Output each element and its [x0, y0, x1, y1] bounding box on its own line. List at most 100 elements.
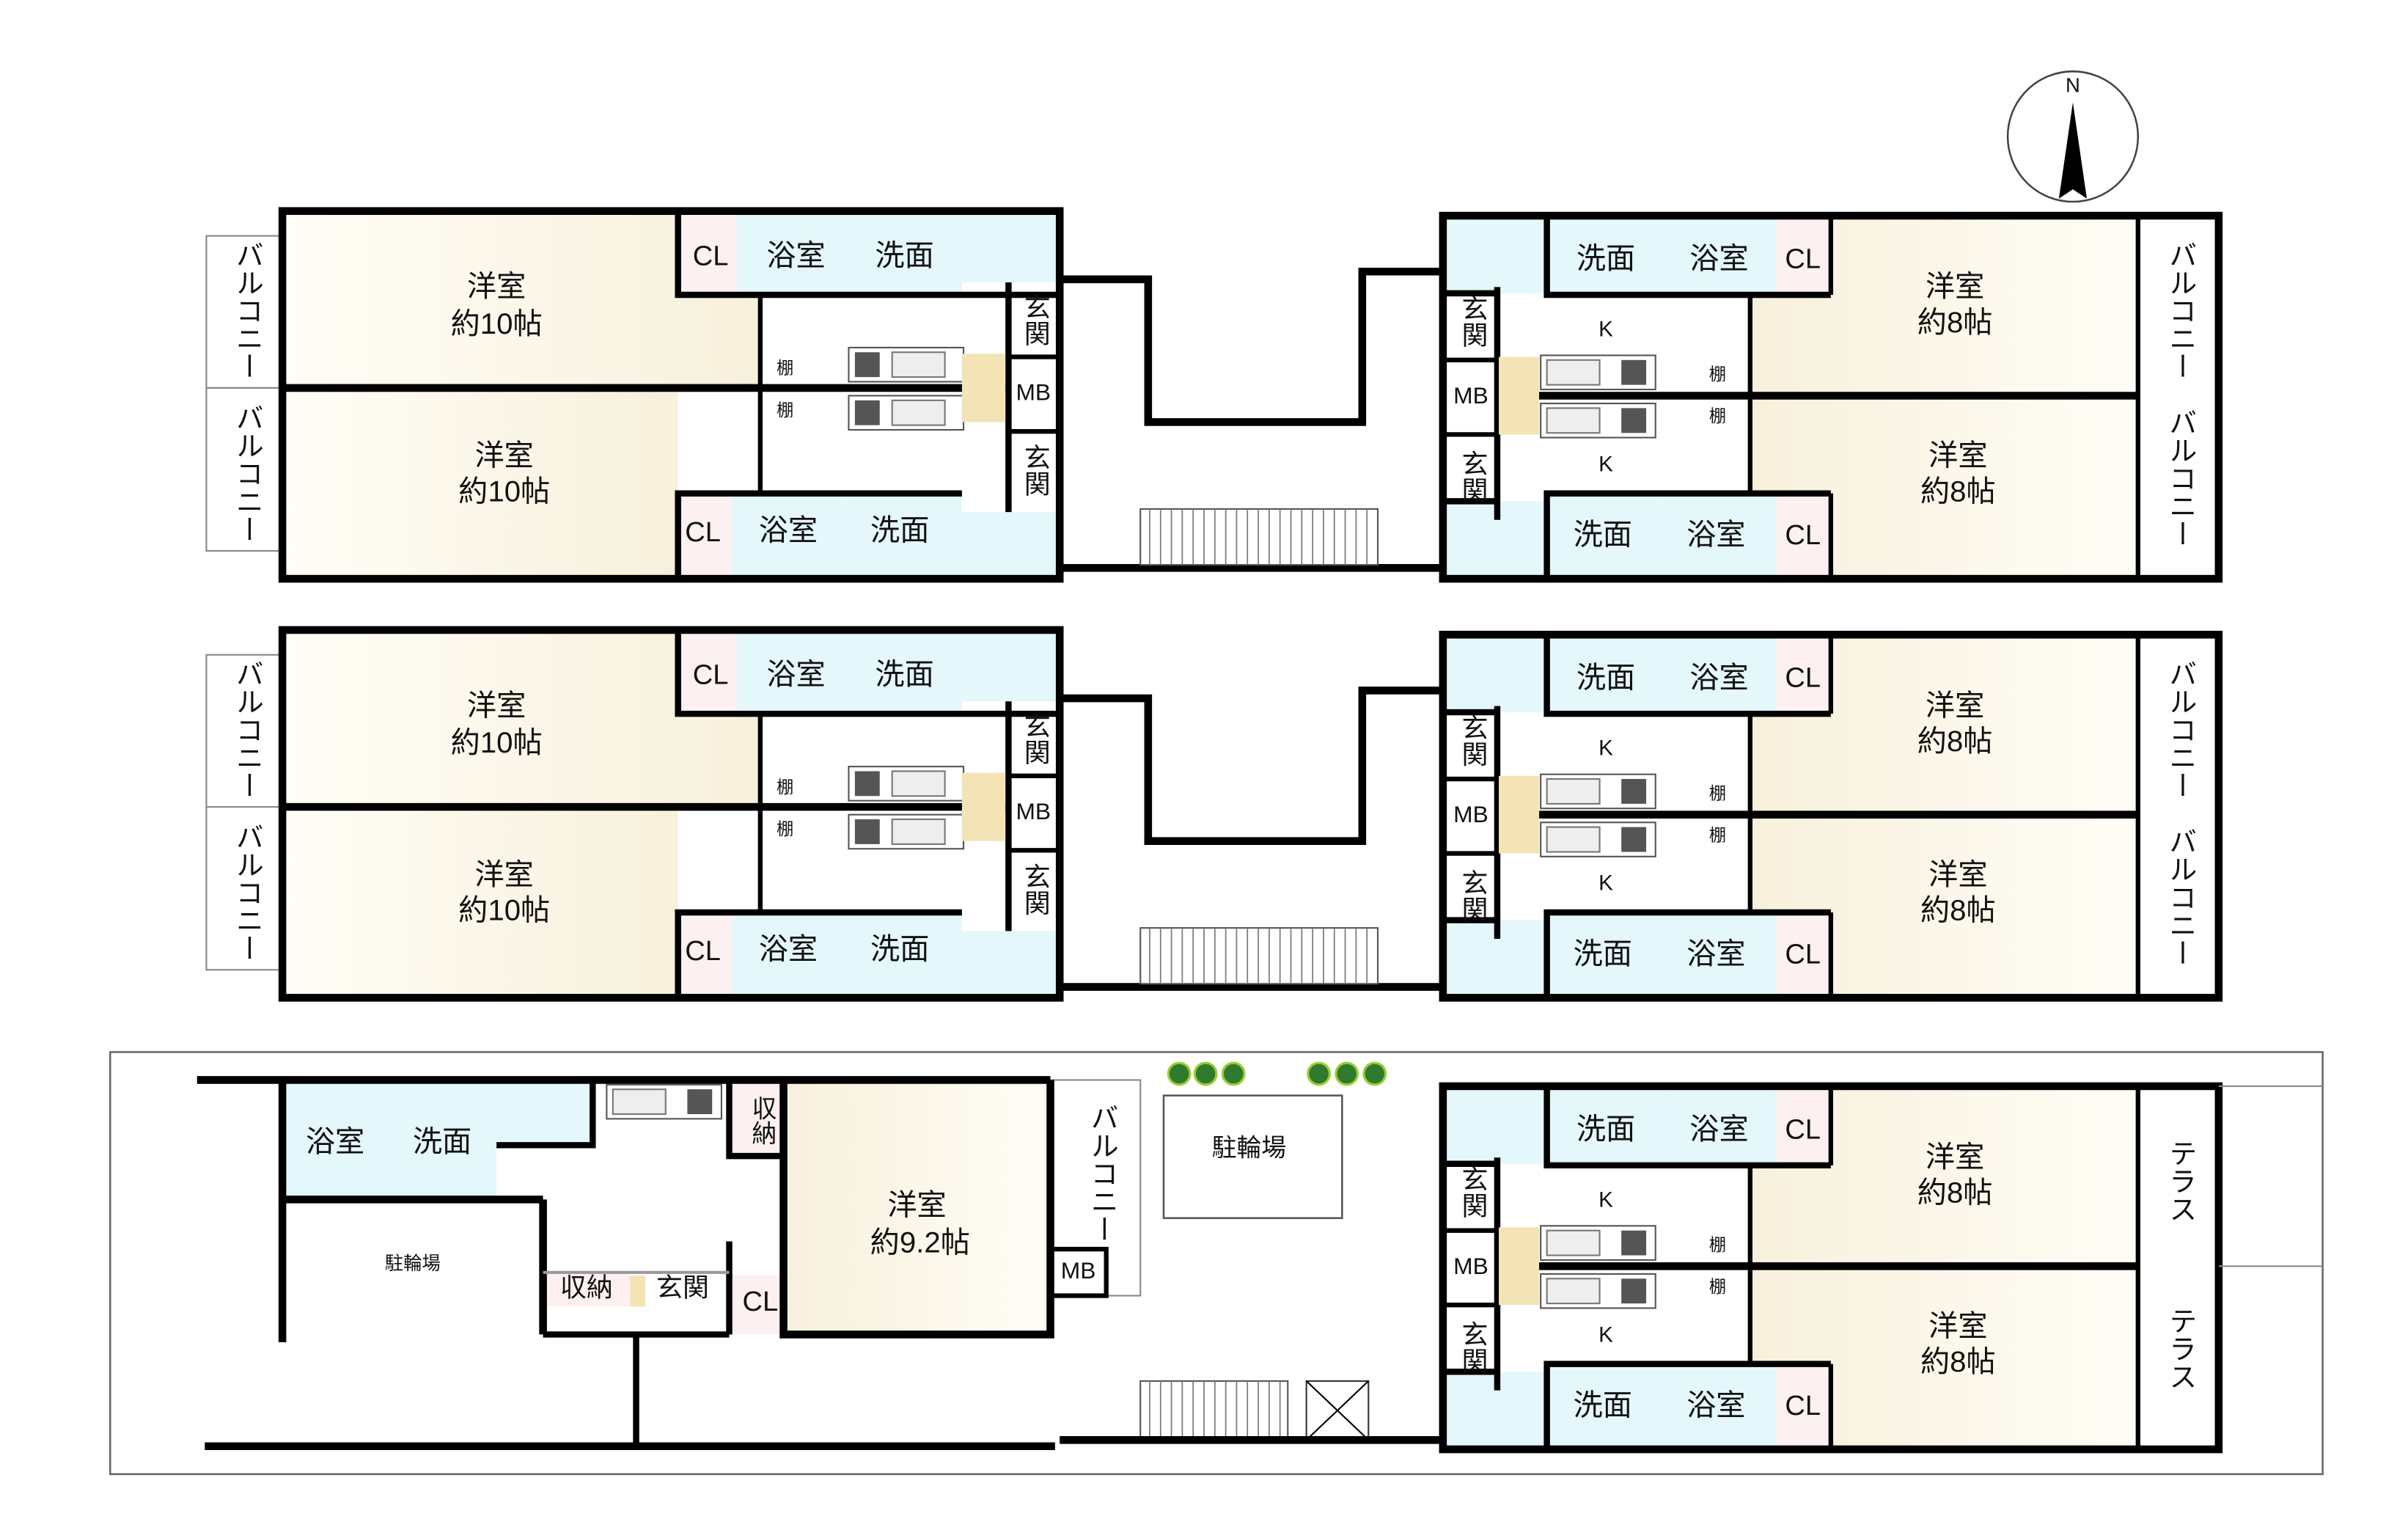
corridor-wall [1060, 687, 1443, 845]
bathroom [282, 1080, 388, 1200]
plant-icon [1362, 1061, 1387, 1086]
shelf-label: 棚 [777, 359, 793, 378]
sink-icon [1546, 1229, 1601, 1256]
washroom-label: 洗面 [875, 239, 933, 272]
closet-label: CL [693, 659, 729, 690]
bath-label: 浴室 [1689, 661, 1748, 694]
balcony [2137, 395, 2219, 579]
plant-icon [1193, 1061, 1218, 1086]
stove-icon [1621, 1230, 1647, 1256]
closet [1776, 1364, 1831, 1449]
room-size: 約10帖 [458, 894, 550, 927]
room-size: 約10帖 [451, 726, 543, 759]
room-label: 洋室 [474, 858, 533, 891]
shelf-label: 棚 [1709, 1277, 1726, 1296]
closet [1776, 493, 1831, 579]
staircase [1139, 927, 1379, 985]
room-label: 洋室 [1926, 1141, 1984, 1174]
entrance-label: 玄関 [1021, 863, 1051, 915]
stove-icon [1621, 779, 1647, 804]
wall [675, 211, 1060, 299]
bathroom [732, 912, 846, 998]
stove-icon [854, 352, 880, 378]
sink-icon [1546, 1278, 1601, 1305]
meter-box-label: MB [1016, 798, 1051, 824]
balcony-label: バルコニー [231, 403, 262, 543]
washroom [1546, 493, 1661, 579]
washroom-label: 洗面 [875, 658, 933, 691]
washroom-label: 洗面 [1574, 519, 1632, 552]
stove-icon [1621, 408, 1647, 433]
bathroom [1664, 634, 1777, 714]
room-size: 約8帖 [1917, 306, 1993, 339]
kitchen-label: K [1598, 1322, 1613, 1347]
room-label: 洋室 [474, 439, 533, 472]
bath-label: 浴室 [1686, 1388, 1745, 1421]
entrance-label: 玄関 [1021, 293, 1051, 346]
closet-label: CL [742, 1286, 778, 1317]
washroom-label: 洗面 [1574, 1388, 1632, 1421]
closet [678, 211, 738, 295]
entrance-label: 玄関 [656, 1273, 709, 1303]
wall [1543, 1361, 1831, 1449]
toilet [961, 629, 1060, 702]
wall [1543, 634, 1831, 717]
western-room [282, 387, 678, 579]
balcony [205, 654, 284, 808]
storage [729, 1080, 784, 1157]
kitchen-label: K [1598, 871, 1613, 896]
toilet [961, 931, 1060, 998]
balcony [2137, 634, 2219, 815]
sink-icon [1546, 359, 1601, 386]
balcony [205, 235, 284, 389]
washroom [845, 211, 962, 295]
meter-box-label: MB [1061, 1257, 1096, 1284]
wall [675, 909, 962, 998]
closet-label: CL [1785, 1114, 1821, 1145]
sink-icon [891, 351, 946, 378]
washroom-label: 洗面 [1576, 1113, 1635, 1146]
sink-icon [1546, 826, 1601, 853]
closet [1776, 912, 1831, 998]
plant-icon [1307, 1061, 1331, 1086]
sink-icon [891, 399, 946, 426]
bathroom [737, 211, 846, 295]
bath-label: 浴室 [766, 658, 825, 691]
closet [678, 493, 733, 579]
north-label: N [2066, 74, 2080, 97]
bathroom [1660, 912, 1777, 998]
washroom [1546, 912, 1661, 998]
entrance-label: 玄関 [1458, 868, 1488, 921]
washroom [845, 629, 962, 714]
kitchen-label: K [1598, 453, 1613, 477]
balcony [2137, 216, 2219, 396]
entrance-label: 玄関 [1458, 1165, 1488, 1218]
sink-icon [891, 770, 946, 797]
closet [1776, 634, 1831, 714]
storage-label: 収納 [748, 1096, 776, 1146]
plant-icon [1335, 1061, 1359, 1086]
north-arrow-icon [2058, 102, 2087, 199]
balcony-label: バルコニー [2165, 827, 2195, 967]
balcony-label: バルコニー [231, 822, 262, 962]
entry-step [630, 1275, 646, 1307]
washroom [845, 912, 962, 998]
washroom-label: 洗面 [1576, 242, 1635, 275]
room-size: 約10帖 [458, 475, 550, 508]
room-size: 約8帖 [1920, 1345, 1996, 1378]
entry-step [1499, 356, 1540, 435]
room-label: 洋室 [887, 1189, 946, 1222]
closet-label: CL [685, 936, 721, 967]
entry-step [961, 354, 1006, 422]
bicycle-parking [1162, 1094, 1343, 1220]
bath-label: 浴室 [766, 239, 825, 272]
washroom-label: 洗面 [1576, 661, 1635, 694]
stove-icon [1621, 827, 1647, 852]
wall [496, 1080, 596, 1149]
room-size: 約8帖 [1920, 475, 1996, 508]
closet-label: CL [685, 517, 721, 548]
bathroom [1664, 1086, 1777, 1165]
kitchen-label: K [1598, 317, 1613, 341]
shelf-label: 棚 [777, 777, 793, 797]
wall [675, 490, 962, 579]
